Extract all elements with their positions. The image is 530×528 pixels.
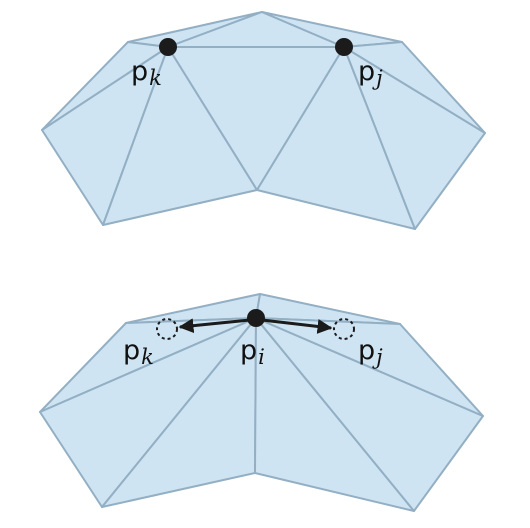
label-bottom-pj: pj [358, 335, 383, 369]
vertex-pk [159, 38, 177, 56]
arrow-to-pj [261, 318, 333, 334]
bottom-mesh-overlay [156, 309, 355, 340]
mesh-face [343, 41, 486, 134]
bottom-mesh: pk pi pj [39, 293, 484, 512]
ghost-vertex-pk [156, 318, 178, 340]
label-top-pj: pj [358, 56, 383, 90]
vertex-pi [247, 309, 265, 327]
top-mesh-faces [41, 11, 486, 230]
label-bottom-pi: pi [240, 335, 265, 369]
label-top-pk: pk [131, 56, 162, 90]
bottom-mesh-faces [39, 293, 484, 512]
vertex-pj [335, 38, 353, 56]
top-mesh: pk pj [41, 11, 486, 230]
top-mesh-vertices [159, 38, 353, 56]
arrow-to-pk [178, 318, 251, 334]
label-bottom-pk: pk [123, 335, 154, 369]
ghost-vertex-pj [333, 318, 355, 340]
